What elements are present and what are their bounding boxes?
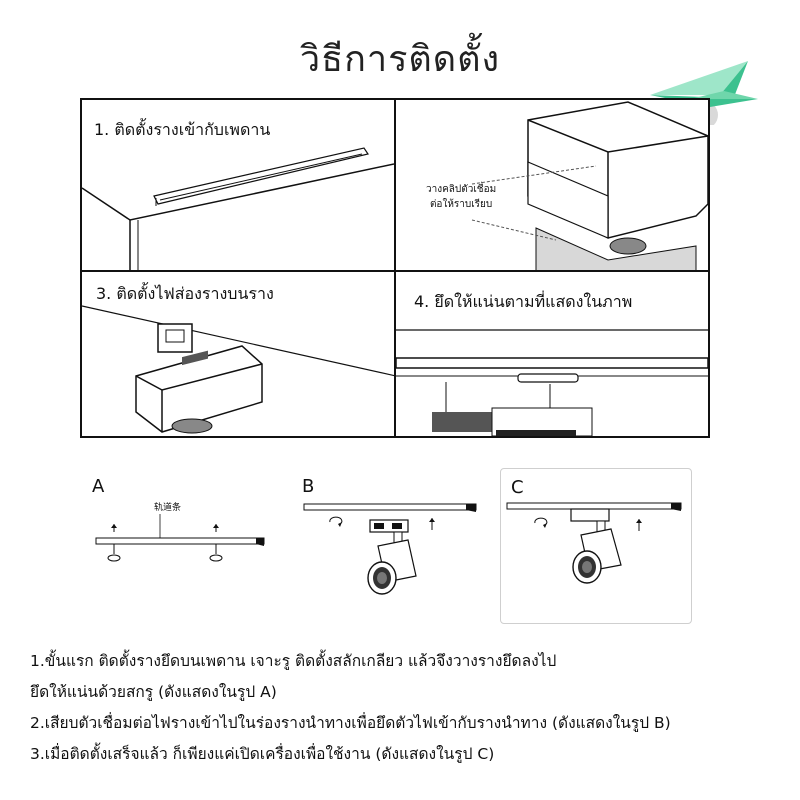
- diagram-b-letter: B: [302, 476, 315, 497]
- light-on-rail-illustration: [82, 305, 394, 434]
- ceiling-rail-illustration: [82, 147, 394, 270]
- connector-note: วางคลิปตัวเชื่อม ต่อให้ราบเรียบ: [426, 182, 496, 212]
- connector-note-line-1: วางคลิปตัวเชื่อม: [426, 184, 497, 195]
- step-2-panel: วางคลิปตัวเชื่อม ต่อให้ราบเรียบ: [396, 100, 708, 272]
- rail-label: 轨道条: [154, 503, 182, 513]
- diagram-b: B: [296, 470, 486, 600]
- connector-note-line-2: ต่อให้ราบเรียบ: [429, 199, 493, 210]
- step-1-label: 1. ติดตั้งรางเข้ากับเพดาน: [94, 120, 271, 139]
- diagram-a: A 轨道条: [86, 470, 276, 580]
- diagram-c-letter: C: [511, 477, 524, 498]
- step-4-panel: 4. ยึดให้แน่นตามที่แสดงในภาพ: [396, 272, 708, 436]
- step-3-panel: 3. ติดตั้งไฟส่องรางบนราง: [82, 272, 396, 436]
- instruction-line-3: 2.เสียบตัวเชื่อมต่อไฟรางเข้าไปในร่องรางน…: [30, 714, 671, 732]
- step-1-panel: 1. ติดตั้งรางเข้ากับเพดาน: [82, 100, 396, 272]
- ready-to-use-diagram: [506, 502, 682, 584]
- rail-mount-diagram: [95, 514, 265, 562]
- insert-connector-diagram: [303, 503, 477, 595]
- page-title: วิธีการติดตั้ง: [299, 39, 501, 80]
- secure-fixture-illustration: [396, 329, 708, 436]
- step-4-label: 4. ยึดให้แน่นตามที่แสดงในภาพ: [414, 292, 633, 311]
- instruction-line-2: ยึดให้แน่นด้วยสกรู (ดังแสดงในรูป A): [30, 683, 277, 701]
- connector-clip-illustration: [471, 101, 708, 270]
- diagram-a-letter: A: [92, 476, 105, 497]
- instructions-text: 1.ขั้นแรก ติดตั้งรางยึดบนเพดาน เจาะรู ติ…: [30, 646, 800, 770]
- diagram-c: C: [500, 468, 692, 624]
- instruction-line-1: 1.ขั้นแรก ติดตั้งรางยึดบนเพดาน เจาะรู ติ…: [30, 652, 557, 670]
- installation-steps-grid: 1. ติดตั้งรางเข้ากับเพดาน วางคลิปตัวเชื่…: [80, 98, 710, 438]
- instruction-line-4: 3.เมื่อติดตั้งเสร็จแล้ว ก็เพียงแค่เปิดเค…: [30, 745, 495, 763]
- step-3-label: 3. ติดตั้งไฟส่องรางบนราง: [96, 284, 274, 303]
